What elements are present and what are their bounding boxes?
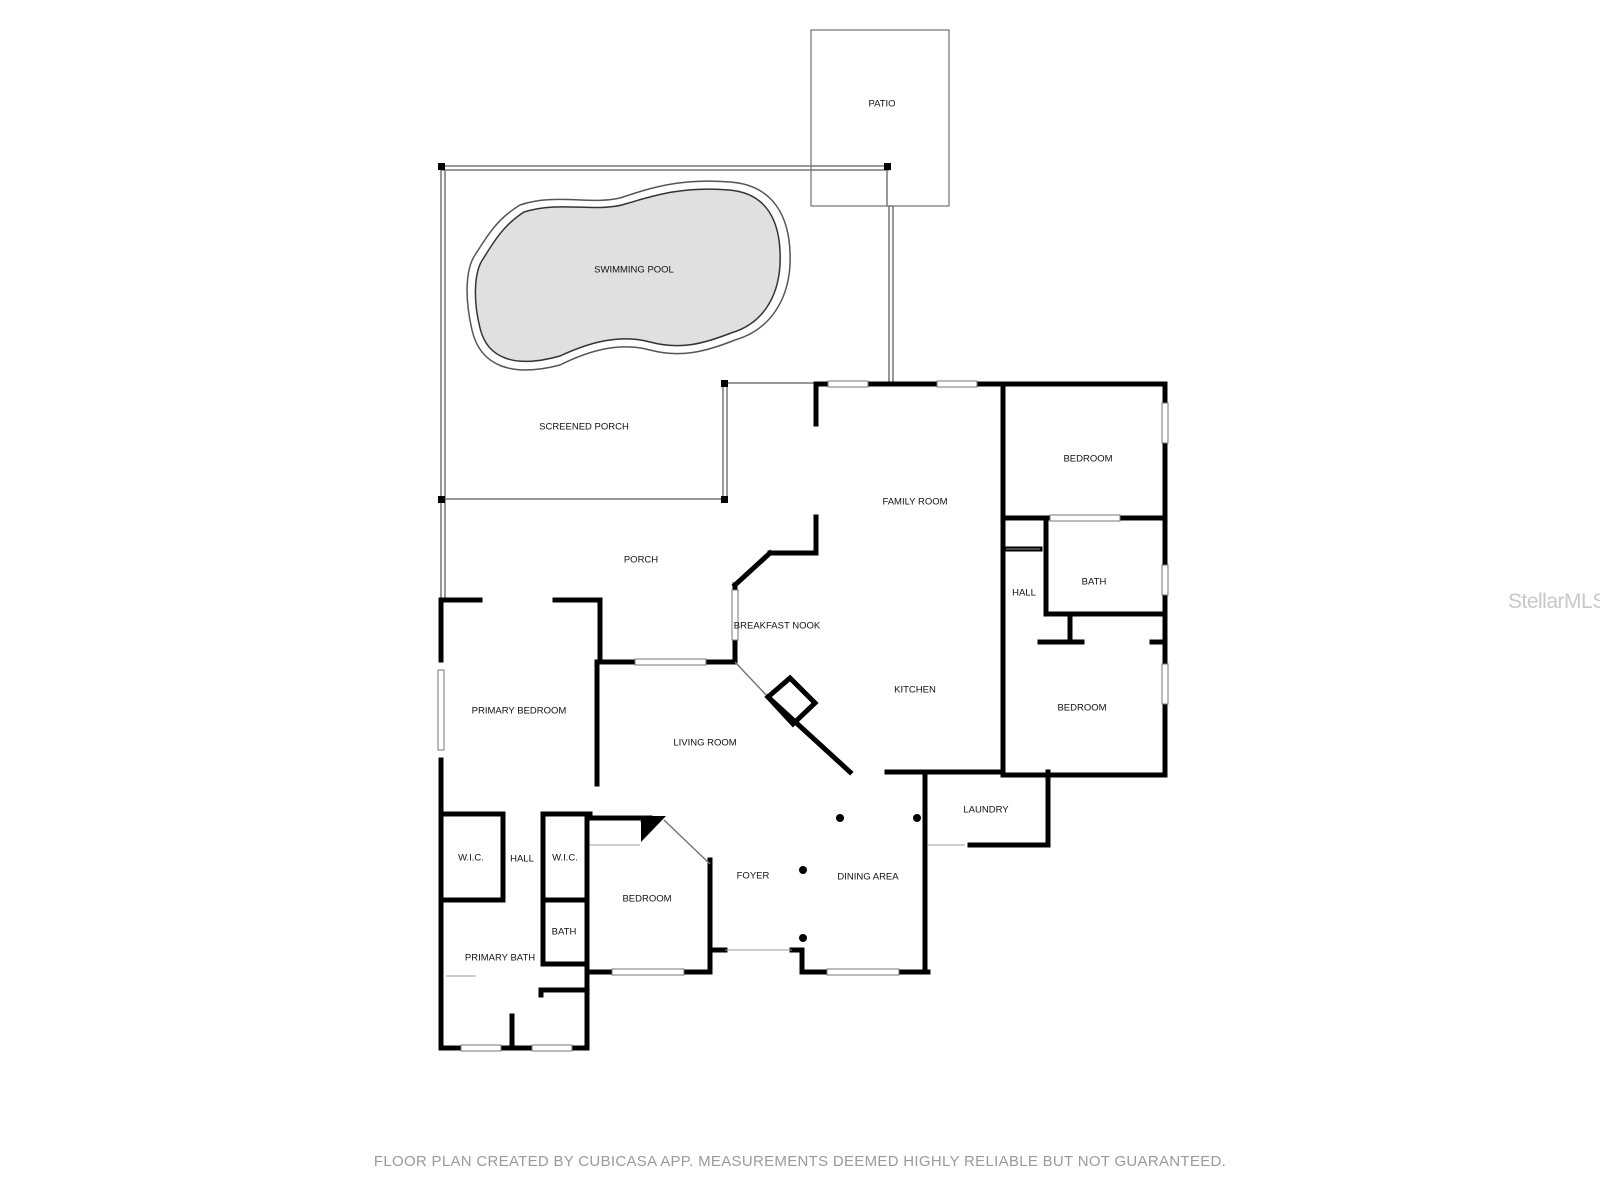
label-hall-west: HALL bbox=[510, 854, 534, 865]
label-hall-east: HALL bbox=[1012, 588, 1036, 599]
screen-posts bbox=[438, 163, 891, 503]
label-kitchen: KITCHEN bbox=[894, 685, 936, 696]
thin-walls bbox=[639, 661, 769, 865]
label-family-room: FAMILY ROOM bbox=[882, 497, 947, 508]
watermark: StellarMLS bbox=[1508, 590, 1600, 613]
label-breakfast-nook: BREAKFAST NOOK bbox=[734, 621, 821, 632]
label-bath-east: BATH bbox=[1082, 577, 1107, 588]
label-bedroom-se: BEDROOM bbox=[1057, 703, 1106, 714]
label-laundry: LAUNDRY bbox=[963, 805, 1009, 816]
label-swimming-pool: SWIMMING POOL bbox=[594, 265, 674, 276]
label-bedroom-ne: BEDROOM bbox=[1063, 454, 1112, 465]
label-wic-right: W.I.C. bbox=[552, 853, 578, 864]
label-primary-bedroom: PRIMARY BEDROOM bbox=[472, 706, 567, 717]
label-wic-left: W.I.C. bbox=[458, 853, 484, 864]
label-bedroom-sw: BEDROOM bbox=[622, 894, 671, 905]
pool-water bbox=[474, 188, 781, 363]
openings bbox=[446, 548, 1040, 977]
patio-outline bbox=[810, 29, 950, 207]
label-patio: PATIO bbox=[868, 99, 895, 110]
footer-disclaimer: FLOOR PLAN CREATED BY CUBICASA APP. MEAS… bbox=[373, 1153, 1227, 1170]
kitchen-island bbox=[764, 674, 819, 728]
columns bbox=[799, 814, 921, 942]
label-screened-porch: SCREENED PORCH bbox=[539, 422, 629, 433]
label-porch: PORCH bbox=[624, 555, 658, 566]
label-dining-area: DINING AREA bbox=[837, 872, 899, 883]
label-living-room: LIVING ROOM bbox=[673, 738, 736, 749]
closet-corner bbox=[641, 816, 666, 842]
windows bbox=[437, 380, 1169, 1052]
label-primary-bath: PRIMARY BATH bbox=[465, 953, 535, 964]
label-bath-west: BATH bbox=[552, 927, 577, 938]
label-foyer: FOYER bbox=[737, 871, 770, 882]
screened-enclosure bbox=[440, 165, 894, 602]
pool-coping bbox=[466, 180, 791, 371]
